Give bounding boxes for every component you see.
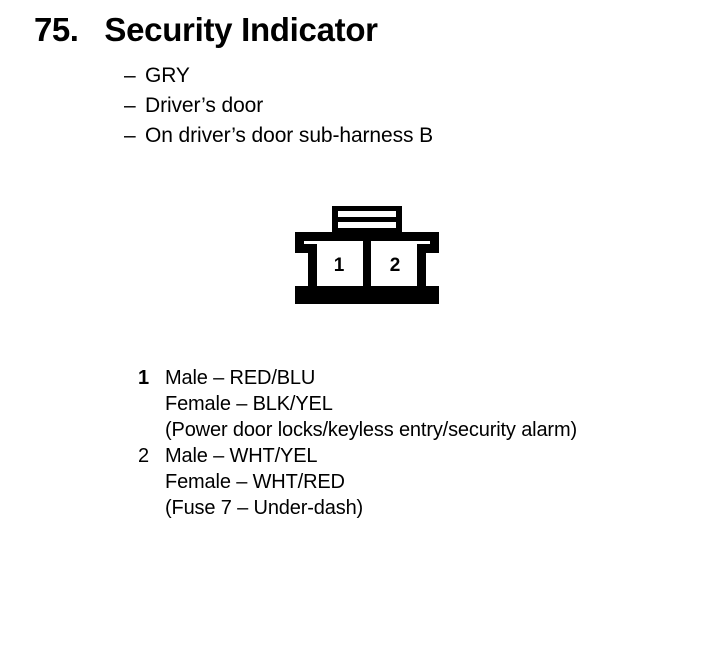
list-item: – Driver’s door xyxy=(124,91,684,121)
legend-circuit-description: (Fuse 7 – Under-dash) xyxy=(165,497,364,519)
legend-line: 1 (Power door locks/keyless entry/securi… xyxy=(138,417,678,443)
legend-male-wire: Male – RED/BLU xyxy=(165,367,316,389)
attribute-list: – GRY – Driver’s door – On driver’s door… xyxy=(124,61,684,151)
connector-pin-2-label: 2 xyxy=(390,255,401,276)
legend-pin-number: 2 xyxy=(138,445,150,467)
page-header: 75. Security Indicator xyxy=(34,10,674,58)
dash-bullet-icon: – xyxy=(124,94,136,117)
connector-outline-svg: 1 2 xyxy=(295,206,439,304)
dash-bullet-icon: – xyxy=(124,124,136,147)
legend-entry-pin-1: 1 Male – RED/BLU 1 Female – BLK/YEL 1 (P… xyxy=(138,365,678,443)
attribute-connector-color: GRY xyxy=(145,64,190,87)
legend-line: 2 Female – WHT/RED xyxy=(138,469,678,495)
legend-line: 2 (Fuse 7 – Under-dash) xyxy=(138,495,678,521)
attribute-location: Driver’s door xyxy=(145,94,264,117)
legend-line: 2 Male – WHT/YEL xyxy=(138,443,678,469)
legend-line: 1 Male – RED/BLU xyxy=(138,365,678,391)
connector-body xyxy=(295,232,439,304)
list-item: – GRY xyxy=(124,61,684,91)
list-item: – On driver’s door sub-harness B xyxy=(124,121,684,151)
connector-pin-1-label: 1 xyxy=(334,255,345,276)
legend-female-wire: Female – WHT/RED xyxy=(165,471,345,493)
section-number: 75. xyxy=(34,11,79,48)
legend-female-wire: Female – BLK/YEL xyxy=(165,393,333,415)
page-title: Security Indicator xyxy=(104,11,378,48)
attribute-harness: On driver’s door sub-harness B xyxy=(145,124,434,147)
pin-legend: 1 Male – RED/BLU 1 Female – BLK/YEL 1 (P… xyxy=(138,365,678,521)
legend-entry-pin-2: 2 Male – WHT/YEL 2 Female – WHT/RED 2 (F… xyxy=(138,443,678,521)
legend-male-wire: Male – WHT/YEL xyxy=(165,445,318,467)
legend-line: 1 Female – BLK/YEL xyxy=(138,391,678,417)
connector-diagram: 1 2 xyxy=(290,198,470,318)
dash-bullet-icon: – xyxy=(124,64,136,87)
legend-pin-number: 1 xyxy=(138,367,150,389)
legend-circuit-description: (Power door locks/keyless entry/security… xyxy=(165,419,577,441)
